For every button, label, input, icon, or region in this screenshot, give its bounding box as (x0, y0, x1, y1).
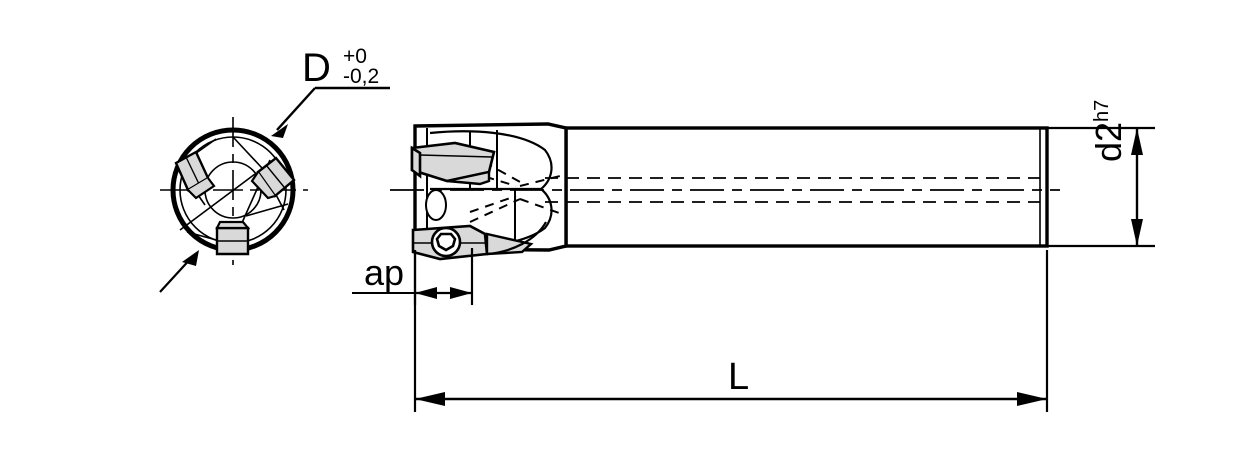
ap-dimension (352, 248, 474, 305)
diameter-tolerance-upper: +0 (343, 45, 367, 68)
front-view-insert-upper-left (174, 150, 216, 200)
coolant-port-ellipse (425, 189, 447, 221)
torx-screw-star (435, 232, 457, 252)
front-view-lower-leader-arrowhead (182, 250, 199, 266)
diameter-tolerance-group: +0 -0,2 (343, 45, 380, 88)
shank-diameter-dimension (1047, 126, 1155, 248)
depth-of-cut-label: ap (364, 252, 405, 293)
shank-diameter-label: d2h7 (1085, 44, 1129, 162)
shank-diameter-fit: h7 (1091, 99, 1113, 122)
front-view (159, 86, 390, 293)
shank-diameter-symbol: d2 (1088, 121, 1129, 162)
length-dimension (413, 250, 1049, 412)
side-view-shank (564, 126, 1049, 248)
diameter-leader-line (276, 86, 390, 131)
diameter-tolerance-lower: -0,2 (343, 65, 380, 88)
shank-diameter-label-wrap: d2h7 (1085, 100, 1129, 246)
side-view-insert-bottom (411, 221, 547, 261)
side-view-insert-top (410, 141, 496, 186)
front-view-insert-upper-right (250, 156, 296, 200)
overall-length-label: L (728, 356, 750, 398)
front-view-insert-bottom (215, 220, 251, 256)
side-view (352, 122, 1155, 412)
diameter-label: D (302, 46, 331, 90)
diameter-leader-arrowhead (271, 124, 288, 138)
side-view-hidden-lines (469, 161, 563, 223)
